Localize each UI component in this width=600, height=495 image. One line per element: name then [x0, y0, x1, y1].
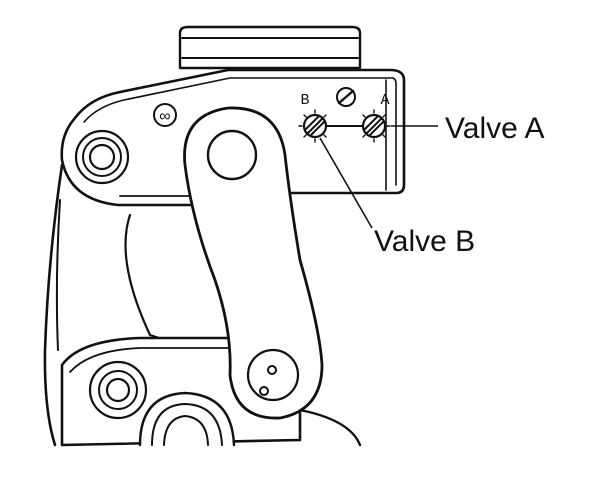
curved-link: [183, 106, 324, 420]
valve-b-icon: [298, 109, 332, 143]
valve-b-leader-line: [319, 137, 373, 229]
valve-a-icon: [357, 109, 391, 143]
slotted-screw-icon: [336, 87, 356, 107]
left-pivot-bolt: [74, 129, 130, 185]
lower-left-bolt: [88, 360, 148, 420]
valve-b-marker: B: [300, 92, 309, 109]
valve-a-label: Valve A: [445, 112, 545, 145]
valve-a-marker: A: [380, 92, 389, 109]
valve-b-label: Valve B: [374, 225, 475, 258]
infinity-icon: ∞: [159, 108, 170, 125]
top-adapter-cap: [178, 25, 362, 70]
infinity-marking: ∞: [153, 103, 177, 127]
lower-center-bolt: [138, 391, 236, 447]
